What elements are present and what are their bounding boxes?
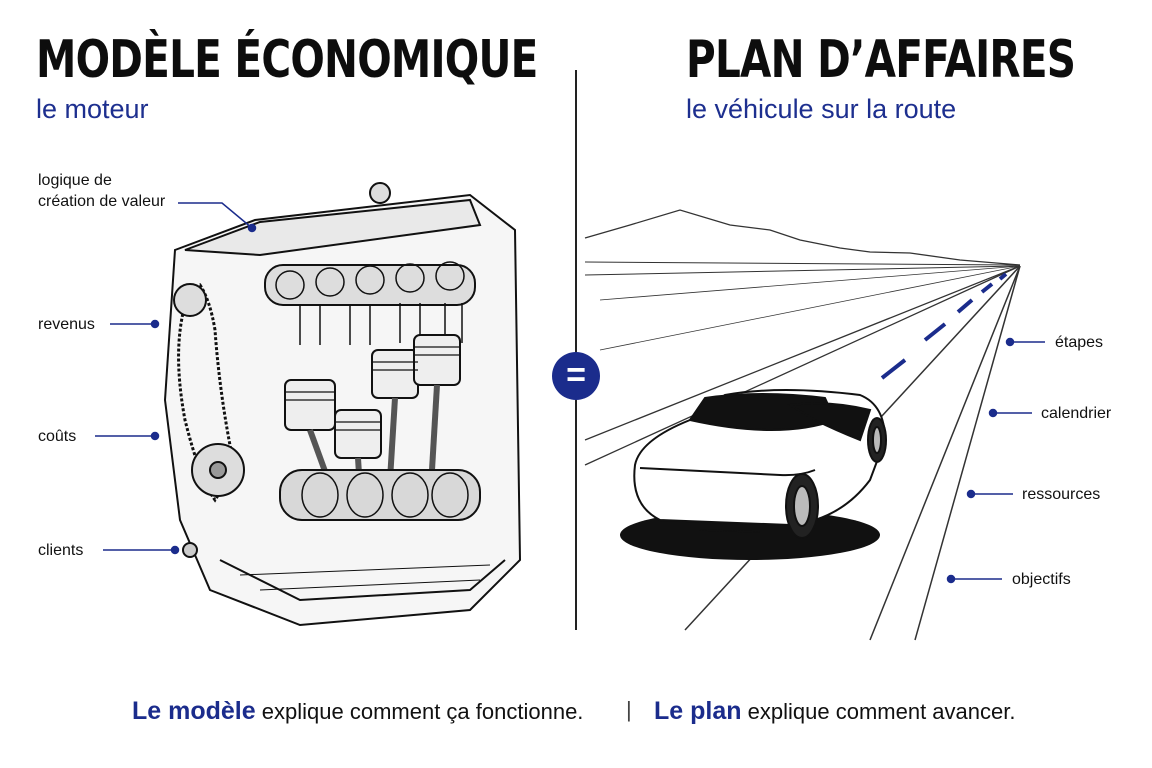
- left-title: MODÈLE ÉCONOMIQUE: [36, 30, 538, 90]
- label-costs: coûts: [38, 428, 77, 445]
- road-callouts: [946, 337, 1045, 584]
- footer-right-text: explique comment avancer.: [747, 699, 1016, 724]
- footer-separator: |: [626, 697, 632, 722]
- road-illustration: [584, 209, 1021, 641]
- right-title: PLAN D’AFFAIRES: [686, 30, 1076, 90]
- label-objectives: objectifs: [1012, 571, 1071, 588]
- footer-left-highlight: Le modèle: [132, 697, 256, 725]
- left-subtitle: le moteur: [36, 94, 149, 124]
- footer-left-text: explique comment ça fonctionne.: [261, 699, 584, 724]
- equals-sign: =: [552, 352, 600, 400]
- label-revenue: revenus: [38, 316, 95, 333]
- footer-right: Le plan explique comment avancer.: [654, 699, 1015, 724]
- footer-right-highlight: Le plan: [654, 697, 742, 725]
- right-subtitle: le véhicule sur la route: [686, 94, 957, 124]
- label-clients: clients: [38, 542, 84, 559]
- engine-illustration: [163, 182, 522, 627]
- center-divider: [575, 70, 577, 630]
- label-steps: étapes: [1055, 334, 1104, 351]
- label-value-logic-line1: logique de: [38, 172, 112, 189]
- label-value-logic-line2: création de valeur: [38, 193, 166, 210]
- footer-left: Le modèle explique comment ça fonctionne…: [132, 699, 583, 724]
- engine-callouts: [95, 202, 257, 555]
- car-illustration: [620, 389, 887, 560]
- label-calendar: calendrier: [1041, 405, 1112, 422]
- label-resources: ressources: [1022, 486, 1101, 503]
